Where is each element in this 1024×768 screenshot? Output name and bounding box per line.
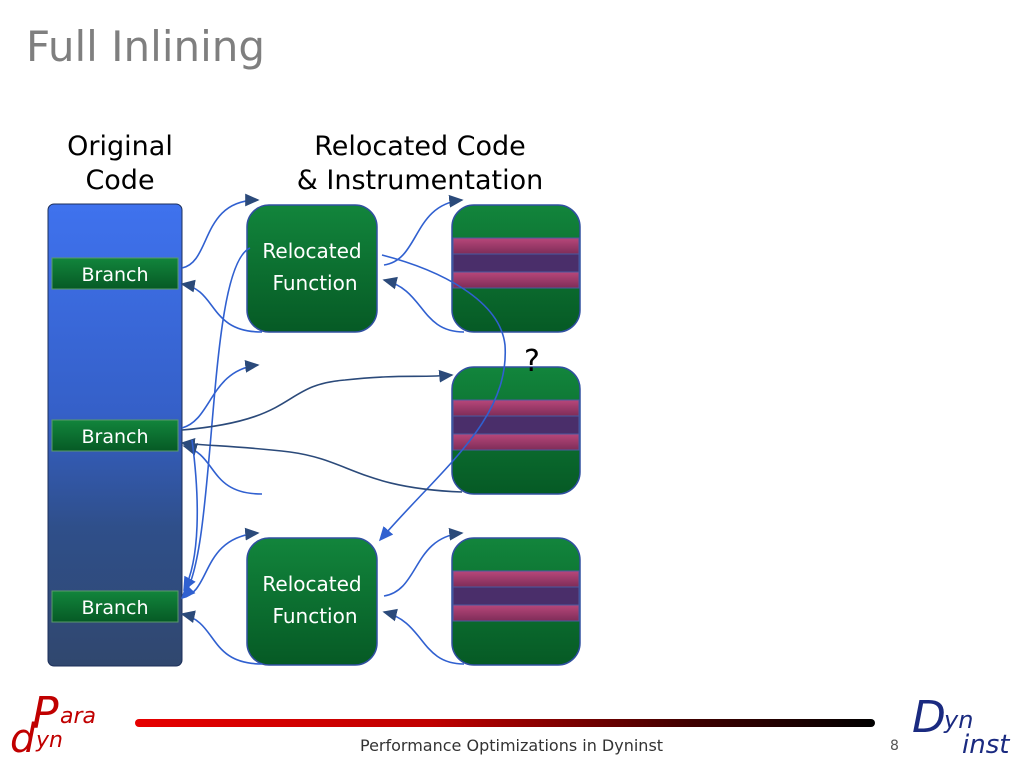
dyninst-logo-d: D <box>912 692 946 743</box>
paradyn-logo-yn: yn <box>36 728 63 753</box>
paradyn-logo-ara: ara <box>60 704 97 729</box>
arrow <box>181 359 260 429</box>
branch-row: Branch <box>51 257 179 290</box>
dyninst-logo-yn: yn <box>944 706 974 734</box>
control-flow-arrows <box>180 193 506 665</box>
arrow <box>180 279 263 333</box>
arrow <box>183 439 199 592</box>
branch-row: Branch <box>51 590 179 623</box>
arrow <box>378 254 506 542</box>
arrow <box>383 527 464 597</box>
relocated-code-heading-line1: Relocated Code <box>314 131 526 162</box>
arrow <box>382 608 465 665</box>
inlining-diagram: Branch Branch Branch Relocated Function … <box>47 193 581 667</box>
relocated-function-block: Relocated Function <box>246 204 378 333</box>
branch-row: Branch <box>51 419 179 452</box>
branch-label: Branch <box>81 597 148 619</box>
relocated-function-block: Relocated Function <box>246 537 378 666</box>
paradyn-logo-d: d <box>10 716 36 762</box>
relocated-function-label-line2: Function <box>272 271 357 295</box>
instrumentation-block <box>451 204 581 333</box>
arrow <box>180 247 251 600</box>
branch-label: Branch <box>81 426 148 448</box>
arrow <box>181 527 260 599</box>
arrow <box>181 193 260 269</box>
page-number: 8 <box>890 738 899 754</box>
original-code-heading: Original Code <box>40 130 200 198</box>
instrumentation-block <box>451 366 581 495</box>
branch-label: Branch <box>81 264 148 286</box>
paradyn-logo-p: P <box>32 688 59 739</box>
footer-divider <box>135 719 875 727</box>
question-mark: ? <box>524 344 540 379</box>
footer-text: Performance Optimizations in Dyninst <box>360 736 664 755</box>
instrumentation-block <box>451 537 581 666</box>
arrow <box>181 369 454 431</box>
dyninst-logo: D yn inst <box>908 692 1020 762</box>
paradyn-logo: P ara d yn <box>8 688 108 762</box>
relocated-function-label-line1: Relocated <box>262 239 361 263</box>
relocated-function-label-line1: Relocated <box>262 572 361 596</box>
original-code-heading-line2: Code <box>85 164 155 196</box>
relocated-code-heading: Relocated Code & Instrumentation <box>250 130 590 198</box>
arrow <box>382 276 465 333</box>
original-code-heading-line1: Original <box>67 131 173 162</box>
relocated-code-heading-line2: & Instrumentation <box>296 164 544 196</box>
arrow <box>383 194 464 266</box>
dyninst-logo-inst: inst <box>962 730 1010 760</box>
arrow <box>180 610 263 665</box>
slide-title: Full Inlining <box>26 22 266 71</box>
arrow <box>180 437 463 493</box>
relocated-function-label-line2: Function <box>272 604 357 628</box>
